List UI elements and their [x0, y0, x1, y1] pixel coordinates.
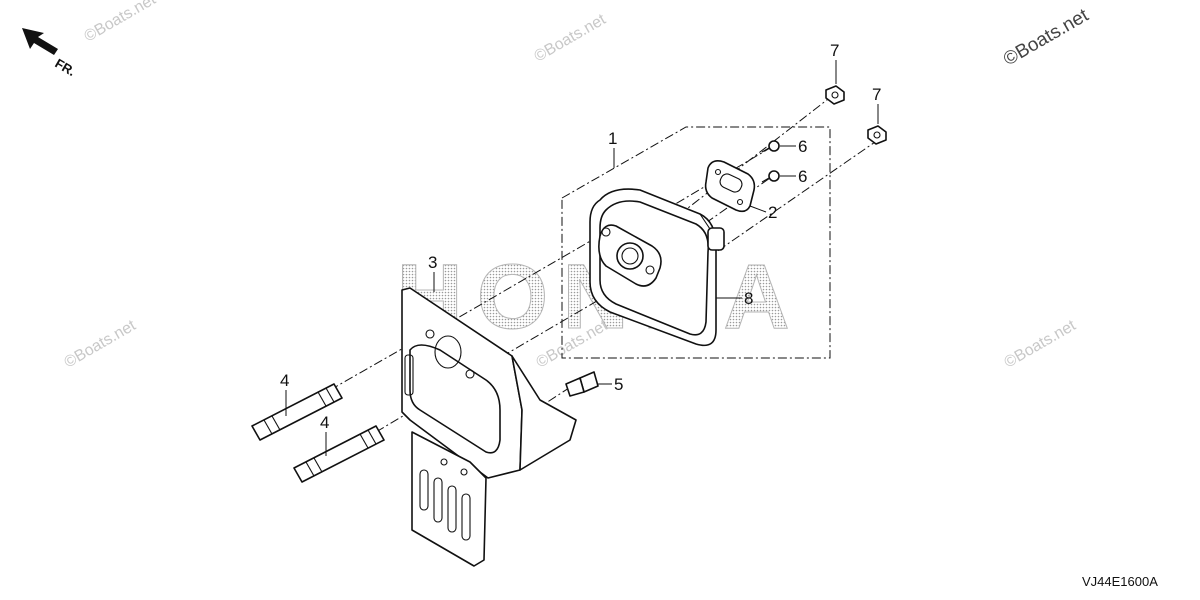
- callout-part-3: 3: [428, 253, 437, 272]
- callout-part-5: 5: [614, 375, 623, 394]
- flange-nut-7a: [825, 85, 845, 105]
- callout-part-7b: 7: [872, 85, 881, 104]
- watermark-tile: ©Boats.net: [82, 0, 160, 45]
- watermark-corner: ©Boats.net: [1000, 5, 1093, 71]
- diagram-code: VJ44E1600A: [1082, 574, 1158, 589]
- callout-part-4a: 4: [280, 371, 289, 390]
- callout-part-1: 1: [608, 129, 617, 148]
- watermark-tile: ©Boats.net: [532, 11, 610, 66]
- callout-part-6b: 6: [798, 167, 807, 186]
- callout-part-2: 2: [768, 203, 777, 222]
- screw-6a: [761, 140, 780, 153]
- callout-part-4b: 4: [320, 413, 329, 432]
- muffler-gasket: [704, 160, 756, 213]
- screw-6b: [761, 170, 780, 183]
- front-direction-label: FR.: [53, 56, 79, 79]
- stud-bolt-4a: [251, 383, 343, 441]
- watermark-tile: ©Boats.net: [62, 317, 140, 372]
- flange-bolt-5: [565, 371, 599, 397]
- watermark-tile: ©Boats.net: [1002, 317, 1080, 372]
- muffler-protector: [401, 287, 577, 567]
- front-direction-arrow: FR.: [22, 28, 78, 79]
- callout-part-8: 8: [744, 289, 753, 308]
- flange-nut-7b: [867, 125, 887, 145]
- assembly-outline: [561, 126, 831, 359]
- leader-lines: [285, 60, 879, 456]
- stud-bolt-4b: [293, 425, 385, 483]
- callout-part-7a: 7: [830, 41, 839, 60]
- muffler-body: [589, 188, 725, 347]
- callout-part-6a: 6: [798, 137, 807, 156]
